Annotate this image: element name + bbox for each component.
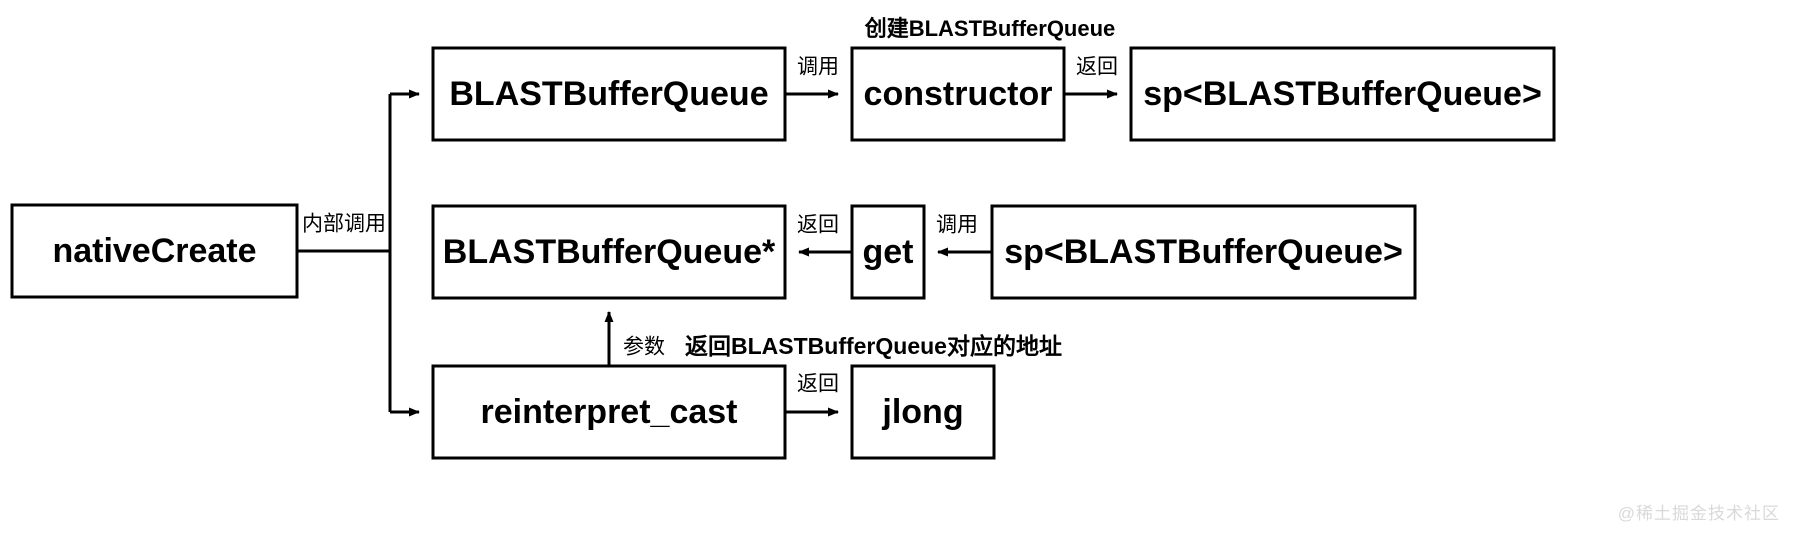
node-blastbufferqueue-pointer[interactable]: BLASTBufferQueue* [431, 204, 787, 300]
node-label-jlong: jlong [881, 393, 963, 431]
edge-label-call-get: 调用 [936, 214, 978, 237]
note-return-address: 返回BLASTBufferQueue对应的地址 [685, 333, 1062, 359]
node-get[interactable]: get [850, 204, 926, 300]
edge-label-return-pointer: 返回 [797, 214, 839, 237]
edge-label-return-sp: 返回 [1076, 56, 1118, 79]
node-label-constructor: constructor [864, 75, 1053, 113]
node-nativecreate[interactable]: nativeCreate [10, 203, 299, 299]
note-create-blastbufferqueue: 创建BLASTBufferQueue [864, 16, 1116, 41]
node-sp-blastbufferqueue-top[interactable]: sp<BLASTBufferQueue> [1129, 46, 1556, 142]
node-label-reinterpret-cast: reinterpret_cast [480, 393, 737, 431]
node-label-sp-blastbufferqueue-mid: sp<BLASTBufferQueue> [1004, 233, 1403, 271]
edge-label-param: 参数 [623, 336, 665, 359]
node-blastbufferqueue[interactable]: BLASTBufferQueue [431, 46, 787, 142]
node-reinterpret-cast[interactable]: reinterpret_cast [431, 364, 787, 460]
node-label-sp-blastbufferqueue-top: sp<BLASTBufferQueue> [1143, 75, 1542, 113]
edge-label-internal-call: 内部调用 [302, 213, 386, 236]
node-label-get: get [863, 233, 914, 271]
watermark: @稀土掘金技术社区 [1617, 504, 1780, 523]
node-sp-blastbufferqueue-mid[interactable]: sp<BLASTBufferQueue> [990, 204, 1417, 300]
node-jlong[interactable]: jlong [850, 364, 996, 460]
node-label-nativecreate: nativeCreate [52, 232, 256, 270]
node-label-blastbufferqueue-pointer: BLASTBufferQueue* [443, 233, 776, 271]
node-label-blastbufferqueue: BLASTBufferQueue [449, 75, 768, 113]
edge-label-call-constructor: 调用 [797, 56, 839, 79]
node-constructor[interactable]: constructor [850, 46, 1066, 142]
edge-label-return-jlong: 返回 [797, 373, 839, 396]
